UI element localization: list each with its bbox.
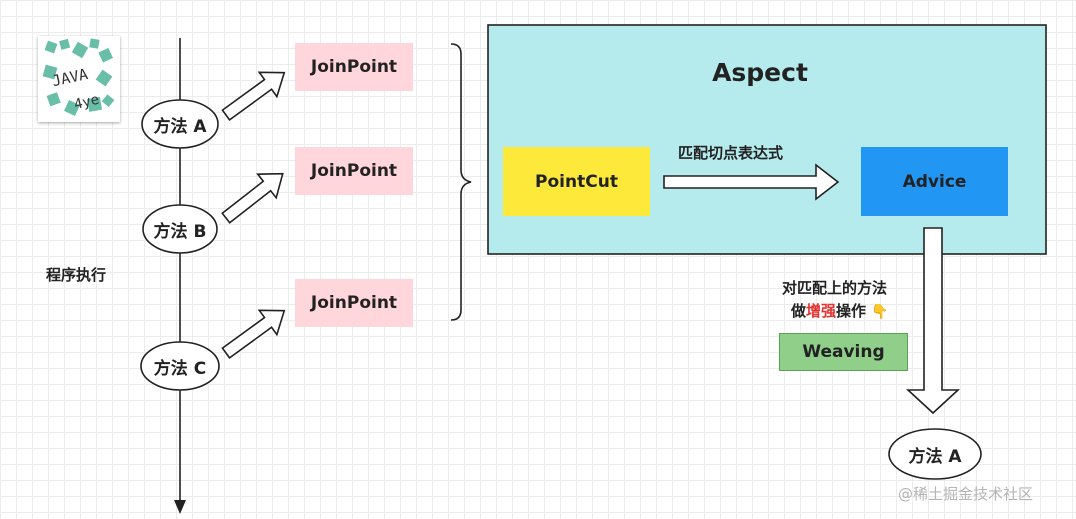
timeline-arrowhead [174,500,186,514]
pointing-down-hand-icon: 👇 [871,304,889,320]
pointcut-to-advice-arrow [663,163,840,201]
method-node-b [142,204,218,254]
method-a-to-joinpoint-arrow [221,71,286,121]
result-method-node [888,428,982,480]
method-node-a [141,99,219,149]
logo-text-4ye: 4ye [72,92,100,114]
timeline-label: 程序执行 [46,266,107,284]
method-c-to-joinpoint-arrow [221,309,286,359]
pointcut-box: PointCut [503,147,650,216]
advice-box: Advice [861,147,1008,216]
joinpoint-group-brace [450,43,472,321]
method-c-label: 方法 C [153,358,207,379]
method-b-label: 方法 B [153,221,207,242]
result-method-label: 方法 A [908,446,962,467]
method-b-to-joinpoint-arrow [221,172,284,224]
method-node-c [140,341,220,391]
method-a-label: 方法 A [153,116,207,137]
weaving-note-highlight: 增强 [806,302,837,320]
watermark: @稀土掘金技术社区 [898,485,1034,503]
aspect-title: Aspect [712,58,808,87]
java-4ye-logo: JAVA 4ye [38,36,120,122]
match-expression-label: 匹配切点表达式 [678,144,784,162]
weaving-note-prefix: 做 [791,302,807,320]
joinpoint-box-1: JoinPoint [295,43,413,91]
weaving-box: Weaving [779,333,908,371]
advice-to-method-arrow [905,227,961,415]
weaving-note-suffix: 操作 [836,302,867,320]
weaving-note-line1: 对匹配上的方法 [782,279,888,297]
joinpoint-box-3: JoinPoint [295,279,413,327]
joinpoint-box-2: JoinPoint [295,147,413,195]
weaving-note-line2: 做增强操作 👇 [791,300,889,321]
